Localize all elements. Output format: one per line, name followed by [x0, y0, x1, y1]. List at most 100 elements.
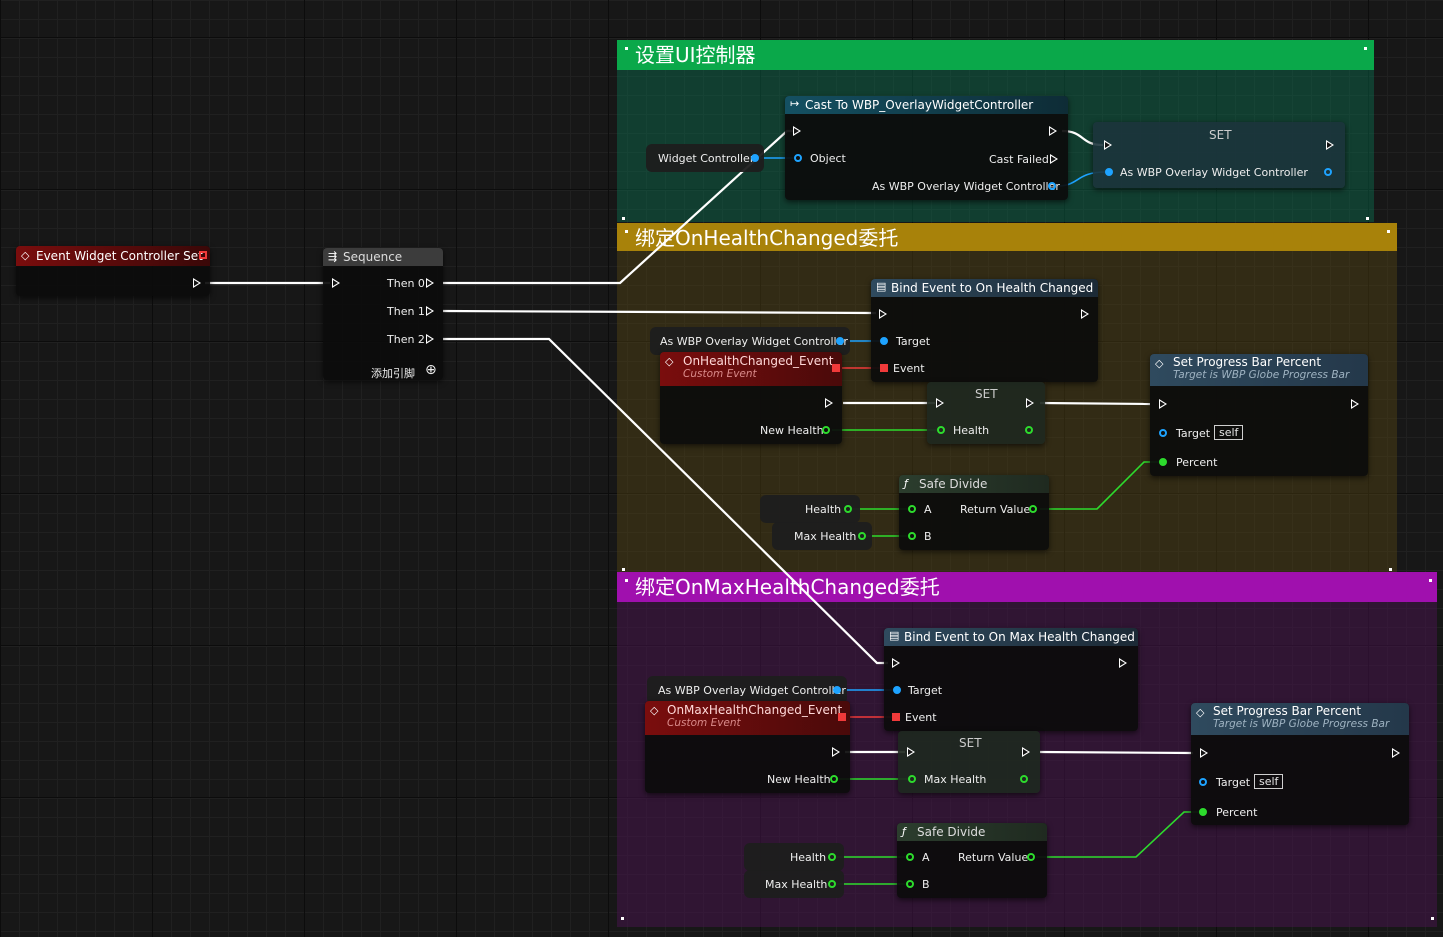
float-out-pin[interactable]	[858, 532, 866, 540]
float-out-pin[interactable]	[828, 853, 836, 861]
exec-in-pin[interactable]	[907, 747, 915, 757]
exec-in-pin[interactable]	[892, 658, 900, 668]
add-pin-label[interactable]: 添加引脚	[371, 367, 415, 380]
then-1-pin[interactable]	[426, 306, 434, 316]
sequence-node[interactable]: ⇶ Sequence Then 0 Then 1 Then 2 添加引脚 ⊕	[323, 248, 443, 380]
custom-event-health-node[interactable]: ◇ OnHealthChanged_Event Custom Event New…	[660, 352, 842, 444]
custom-event-max-health-node[interactable]: ◇ OnMaxHealthChanged_Event Custom Event …	[645, 701, 850, 793]
float-out-pin[interactable]	[822, 426, 830, 434]
set-controller-node[interactable]: SET As WBP Overlay Widget Controller	[1093, 122, 1345, 188]
cast-failed-label: Cast Failed	[989, 153, 1049, 166]
percent-pin[interactable]	[1159, 458, 1167, 466]
float-in-pin[interactable]	[908, 775, 916, 783]
target-pin[interactable]	[893, 686, 901, 694]
object-out-pin[interactable]	[833, 686, 841, 694]
node-header[interactable]: ◇ OnMaxHealthChanged_Event Custom Event	[645, 701, 850, 735]
comment-title-bar[interactable]: 绑定OnHealthChanged委托	[617, 223, 1397, 251]
float-out-pin[interactable]	[844, 505, 852, 513]
node-header[interactable]: ◇ Set Progress Bar Percent Target is WBP…	[1150, 354, 1368, 386]
exec-in-pin[interactable]	[793, 126, 801, 136]
max-health-variable[interactable]: Max Health	[744, 870, 844, 898]
event-pin[interactable]	[892, 713, 900, 721]
widget-controller-variable[interactable]: Widget Controller	[646, 144, 764, 172]
node-title: Set Progress Bar Percent	[1213, 704, 1362, 718]
exec-out-pin[interactable]	[1026, 398, 1034, 408]
cast-node[interactable]: ↦ Cast To WBP_OverlayWidgetController Ob…	[785, 96, 1068, 200]
exec-in-pin[interactable]	[1104, 140, 1112, 150]
cast-failed-pin[interactable]	[1050, 154, 1058, 164]
object-out-pin[interactable]	[1324, 168, 1332, 176]
add-pin-icon[interactable]: ⊕	[425, 362, 437, 378]
comment-title-bar[interactable]: 设置UI控制器	[617, 40, 1374, 70]
object-out-pin[interactable]	[751, 154, 759, 162]
event-pin[interactable]	[880, 364, 888, 372]
float-out-pin[interactable]	[1025, 426, 1033, 434]
object-in-pin[interactable]	[794, 154, 802, 162]
exec-in-pin[interactable]	[1159, 399, 1167, 409]
delegate-out-pin[interactable]	[832, 364, 840, 372]
float-out-pin[interactable]	[1020, 775, 1028, 783]
target-pin[interactable]	[880, 337, 888, 345]
node-header[interactable]: ↦ Cast To WBP_OverlayWidgetController	[785, 96, 1068, 114]
b-pin[interactable]	[906, 880, 914, 888]
node-header[interactable]: ▤ Bind Event to On Health Changed	[871, 279, 1098, 297]
set-health-node[interactable]: SET Health	[927, 382, 1045, 444]
as-output-pin[interactable]	[1048, 182, 1056, 190]
return-value-pin[interactable]	[1029, 505, 1037, 513]
as-overlay-controller-variable[interactable]: As WBP Overlay Widget Controller	[650, 327, 850, 355]
target-pin[interactable]	[1159, 429, 1167, 437]
percent-pin[interactable]	[1199, 808, 1207, 816]
node-header[interactable]: ◇ Set Progress Bar Percent Target is WBP…	[1191, 703, 1409, 735]
event-widget-controller-set-node[interactable]: ◇ Event Widget Controller Set	[16, 246, 210, 296]
exec-out-pin[interactable]	[1351, 399, 1359, 409]
exec-out-pin[interactable]	[1119, 658, 1127, 668]
exec-out-pin[interactable]	[1049, 126, 1057, 136]
safe-divide-node[interactable]: ƒ Safe Divide A Return Value B	[897, 823, 1047, 898]
exec-out-pin[interactable]	[825, 398, 833, 408]
then-0-pin[interactable]	[426, 278, 434, 288]
bind-max-health-changed-node[interactable]: ▤ Bind Event to On Max Health Changed Ta…	[884, 628, 1138, 731]
cast-icon: ↦	[790, 97, 800, 110]
node-header[interactable]: ƒ Safe Divide	[899, 475, 1049, 493]
node-header[interactable]: ⇶ Sequence	[323, 248, 443, 266]
node-header[interactable]: ▤ Bind Event to On Max Health Changed	[884, 628, 1138, 646]
then-2-pin[interactable]	[426, 334, 434, 344]
bind-health-changed-node[interactable]: ▤ Bind Event to On Health Changed Target…	[871, 279, 1098, 382]
node-header[interactable]: ◇ Event Widget Controller Set	[16, 246, 210, 266]
exec-in-pin[interactable]	[332, 278, 340, 288]
set-progress-bar-percent-node[interactable]: ◇ Set Progress Bar Percent Target is WBP…	[1150, 354, 1368, 476]
return-value-pin[interactable]	[1027, 853, 1035, 861]
set-progress-bar-percent-node[interactable]: ◇ Set Progress Bar Percent Target is WBP…	[1191, 703, 1409, 825]
exec-out-pin[interactable]	[1392, 748, 1400, 758]
exec-in-pin[interactable]	[936, 398, 944, 408]
exec-out-pin[interactable]	[1081, 309, 1089, 319]
object-in-pin[interactable]	[1105, 168, 1113, 176]
exec-out-pin[interactable]	[832, 747, 840, 757]
node-header[interactable]: ◇ OnHealthChanged_Event Custom Event	[660, 352, 842, 386]
health-variable[interactable]: Health	[744, 843, 844, 871]
float-out-pin[interactable]	[828, 880, 836, 888]
exec-in-pin[interactable]	[1200, 748, 1208, 758]
target-pin[interactable]	[1199, 778, 1207, 786]
comment-title-bar[interactable]: 绑定OnMaxHealthChanged委托	[617, 572, 1437, 602]
self-field[interactable]: self	[1214, 425, 1244, 440]
exec-in-pin[interactable]	[879, 309, 887, 319]
object-out-pin[interactable]	[836, 337, 844, 345]
exec-out-pin[interactable]	[1022, 747, 1030, 757]
safe-divide-node[interactable]: ƒ Safe Divide A Return Value B	[899, 475, 1049, 550]
a-pin[interactable]	[908, 505, 916, 513]
float-in-pin[interactable]	[937, 426, 945, 434]
float-out-pin[interactable]	[830, 775, 838, 783]
delegate-pin[interactable]	[199, 251, 207, 259]
as-overlay-controller-variable[interactable]: As WBP Overlay Widget Controller	[647, 676, 847, 704]
node-header[interactable]: ƒ Safe Divide	[897, 823, 1047, 841]
exec-out-pin[interactable]	[193, 278, 201, 288]
self-field[interactable]: self	[1254, 774, 1284, 789]
a-pin[interactable]	[906, 853, 914, 861]
max-health-variable[interactable]: Max Health	[772, 522, 872, 550]
b-pin[interactable]	[908, 532, 916, 540]
set-max-health-node[interactable]: SET Max Health	[898, 731, 1040, 793]
health-variable[interactable]: Health	[760, 495, 860, 523]
exec-out-pin[interactable]	[1326, 140, 1334, 150]
delegate-out-pin[interactable]	[838, 713, 846, 721]
